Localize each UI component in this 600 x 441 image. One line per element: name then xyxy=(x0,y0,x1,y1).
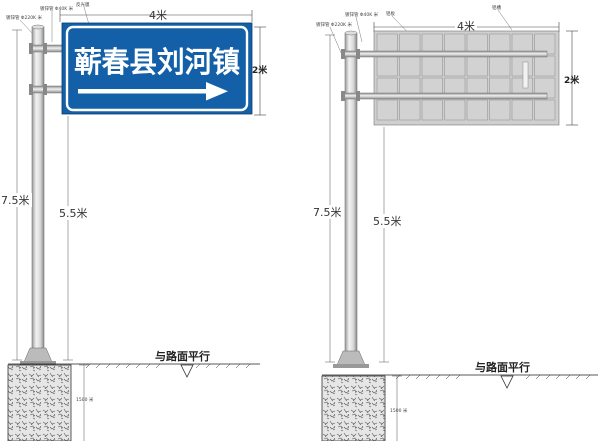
aluminum-plate xyxy=(489,55,511,77)
right-callout-plate: 铝板 xyxy=(386,10,395,17)
left-sign-text: 蕲春县刘河镇 xyxy=(74,45,240,79)
right-callout-channel: 铝槽 xyxy=(492,4,501,11)
left-arm-bottom xyxy=(29,85,66,94)
aluminum-plate xyxy=(466,55,488,77)
right-signpost: 4米 镀锌管 Φ220K 米 镀锌管 Φ40K 米 铝板 铝槽 xyxy=(312,4,598,441)
right-arm-bottom xyxy=(341,92,548,100)
left-callout-pipe-a: 镀锌管 Φ40K 米 xyxy=(40,5,74,12)
aluminum-plate xyxy=(444,99,466,121)
left-total-label: 7.5米 xyxy=(1,194,30,207)
left-pole xyxy=(31,26,45,358)
aluminum-plate xyxy=(466,99,488,121)
aluminum-plate xyxy=(399,55,421,77)
left-arm-top xyxy=(29,44,66,53)
aluminum-plate xyxy=(534,55,556,77)
aluminum-plate xyxy=(421,55,443,77)
left-width-label: 4米 xyxy=(149,9,167,22)
right-pole xyxy=(344,32,358,360)
right-ground-label: 与路面平行 xyxy=(475,360,530,374)
left-ground-label: 与路面平行 xyxy=(155,349,210,363)
right-foundation-label: 1500 米 xyxy=(390,407,408,414)
right-vertical-brace xyxy=(522,61,529,89)
right-callout-pipe-a: 镀锌管 Φ40K 米 xyxy=(345,11,379,18)
left-clearance-label: 5.5米 xyxy=(59,207,88,220)
right-width-label: 4米 xyxy=(457,20,475,33)
left-callout-reflective: 反光膜 xyxy=(76,1,90,8)
left-foundation xyxy=(7,364,72,441)
left-callout-pipe-b: 镀锌管 Φ220K 米 xyxy=(6,14,42,21)
aluminum-plate xyxy=(376,55,398,77)
right-foundation-dimension: 1500 米 xyxy=(390,375,408,441)
aluminum-plate xyxy=(534,99,556,121)
aluminum-plate xyxy=(421,99,443,121)
left-ground-marker-icon xyxy=(180,364,194,378)
right-clearance-label: 5.5米 xyxy=(373,215,402,228)
aluminum-plate xyxy=(511,99,533,121)
aluminum-plate xyxy=(489,99,511,121)
left-height-label: 2米 xyxy=(252,64,268,76)
left-sign-panel: 蕲春县刘河镇 xyxy=(61,22,253,115)
right-total-label: 7.5米 xyxy=(313,206,342,219)
aluminum-plate xyxy=(376,99,398,121)
left-height-dimension: 2米 xyxy=(252,26,268,116)
right-height-dimension: 2米 xyxy=(564,30,580,126)
right-foundation xyxy=(321,375,386,441)
right-clearance-dimension: 5.5米 xyxy=(372,127,406,363)
left-total-dimension: 7.5米 xyxy=(0,29,32,361)
right-sign-panel xyxy=(373,30,560,126)
aluminum-plate xyxy=(511,55,533,77)
left-width-dimension: 4米 xyxy=(59,9,253,22)
left-clearance-dimension: 5.5米 xyxy=(58,116,90,361)
right-arm-top xyxy=(341,50,548,58)
right-callout-pipe-b: 镀锌管 Φ220K 米 xyxy=(316,21,352,28)
left-signpost: 4米 镀锌管 Φ220K 米 镀锌管 Φ40K 米 反光膜 蕲春县刘河镇 xyxy=(0,1,268,441)
aluminum-plate xyxy=(444,55,466,77)
aluminum-plate xyxy=(399,99,421,121)
right-width-dimension: 4米 xyxy=(373,20,560,33)
left-foundation-label: 1500 米 xyxy=(76,396,94,403)
right-total-dimension: 7.5米 xyxy=(312,34,344,363)
left-foundation-dimension: 1500 米 xyxy=(76,364,94,441)
right-arrow-icon xyxy=(78,82,228,101)
right-ground-marker-icon xyxy=(500,375,514,389)
right-height-label: 2米 xyxy=(564,74,580,86)
